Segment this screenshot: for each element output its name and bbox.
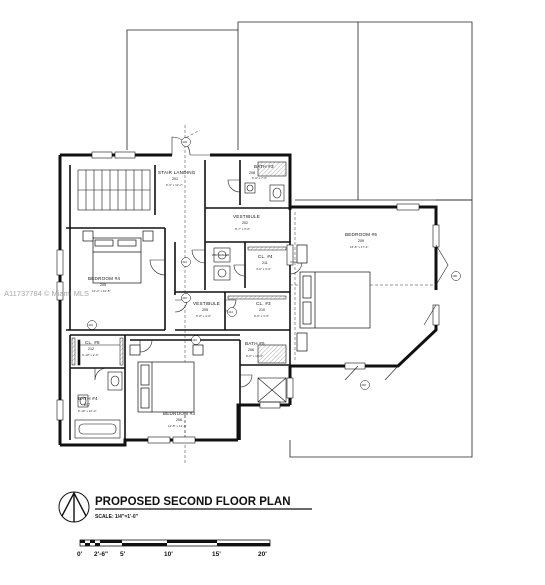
svg-text:210: 210 [259, 308, 265, 312]
svg-text:207: 207 [84, 403, 90, 407]
svg-text:6'-0" x 7'-6": 6'-0" x 7'-6" [252, 176, 267, 180]
roof-outline [126, 21, 473, 458]
svg-text:206: 206 [248, 348, 254, 352]
svg-text:5'-6" x 3'-6": 5'-6" x 3'-6" [254, 314, 269, 318]
room-label-vestibule-mid: VESTIBULE [193, 301, 220, 306]
svg-text:205: 205 [100, 283, 106, 287]
room-label-stair-landing: STAIR LANDING [158, 170, 196, 175]
svg-text:6'-10" x 2'-6": 6'-10" x 2'-6" [82, 353, 99, 357]
svg-text:4'-0" x 3'-6": 4'-0" x 3'-6" [256, 267, 271, 271]
svg-text:6'-6" x 12'-7": 6'-6" x 12'-7" [166, 183, 183, 187]
scalebar-label: 5' [120, 551, 126, 558]
svg-text:12'-8" x 14'-0": 12'-8" x 14'-0" [168, 424, 186, 428]
bath-fixtures [74, 161, 287, 439]
beds [82, 230, 371, 413]
door-tag: 209 [453, 274, 458, 278]
svg-text:206: 206 [176, 418, 182, 422]
svg-text:202: 202 [242, 221, 248, 225]
svg-text:6'-10" x 10'-0": 6'-10" x 10'-0" [78, 409, 96, 413]
room-label-bedroom5: BEDROOM #5 [345, 232, 377, 237]
door-tag: 201 [89, 323, 94, 327]
closet-shelves [71, 246, 287, 366]
svg-text:6'-0" x 10'-4": 6'-0" x 10'-4" [246, 354, 263, 358]
scalebar-label: 2'-6" [94, 551, 108, 558]
scalebar-label: 20' [258, 551, 267, 558]
scalebar-label: 15' [212, 551, 221, 558]
svg-text:12'-4" x 10'-8": 12'-4" x 10'-8" [92, 289, 110, 293]
scalebar-label: 10' [164, 551, 173, 558]
svg-text:208: 208 [249, 171, 255, 175]
plan-title: PROPOSED SECOND FLOOR PLAN [95, 496, 291, 508]
room-label-bath4: BATH #4 [78, 396, 98, 401]
svg-text:211: 211 [262, 261, 268, 265]
svg-text:16'-6" x 17'-4": 16'-6" x 17'-4" [350, 245, 368, 249]
door-tag: 218 [362, 383, 367, 387]
door-tag: 215 [183, 296, 188, 300]
exterior-walls [58, 153, 438, 447]
svg-text:5'-8" x 3'-6": 5'-8" x 3'-6" [196, 314, 211, 318]
svg-text:212: 212 [88, 347, 94, 351]
svg-text:8'-7" x 3'-6": 8'-7" x 3'-6" [235, 227, 250, 231]
windows [56, 151, 440, 444]
door-tag: 214 [229, 310, 234, 314]
room-label-vestibule-top: VESTIBULE [233, 214, 260, 219]
room-label-bath5: BATH #5 [245, 341, 265, 346]
door-tag: 213 [183, 260, 188, 264]
scalebar-label: 0' [77, 551, 83, 558]
scale-bar: 0' 2'-6" 5' 10' 15' 20' [77, 539, 271, 558]
room-label-bedroom3: BEDROOM #3 [163, 411, 195, 416]
door-tag: 216 [193, 338, 198, 342]
room-label-bedroom4: BEDROOM #4 [88, 276, 120, 281]
door-tags: 203 213 214 215 216 201 209 218 [87, 137, 461, 390]
door-tag: 203 [183, 140, 188, 144]
watermark: A11737784 © Miami MLS [4, 289, 89, 298]
title-block: PROPOSED SECOND FLOOR PLAN SCALE: 1/4"=1… [58, 491, 312, 523]
room-label-bath3: BATH #3 [254, 164, 274, 169]
stair [77, 169, 151, 211]
room-label-cl5: CL. #5 [85, 340, 100, 345]
room-label-washer: W/D WASHER [212, 253, 229, 257]
svg-text:209: 209 [358, 239, 364, 243]
room-label-cl3: CL. #3 [256, 301, 271, 306]
room-number-stair-landing: 201 [172, 177, 178, 181]
svg-text:205: 205 [202, 308, 208, 312]
room-labels: STAIR LANDING 201 6'-6" x 12'-7" BATH #3… [78, 164, 377, 428]
plan-scale: SCALE: 1/4"=1'-0" [95, 514, 139, 520]
room-label-cl4: CL. #4 [258, 254, 273, 259]
